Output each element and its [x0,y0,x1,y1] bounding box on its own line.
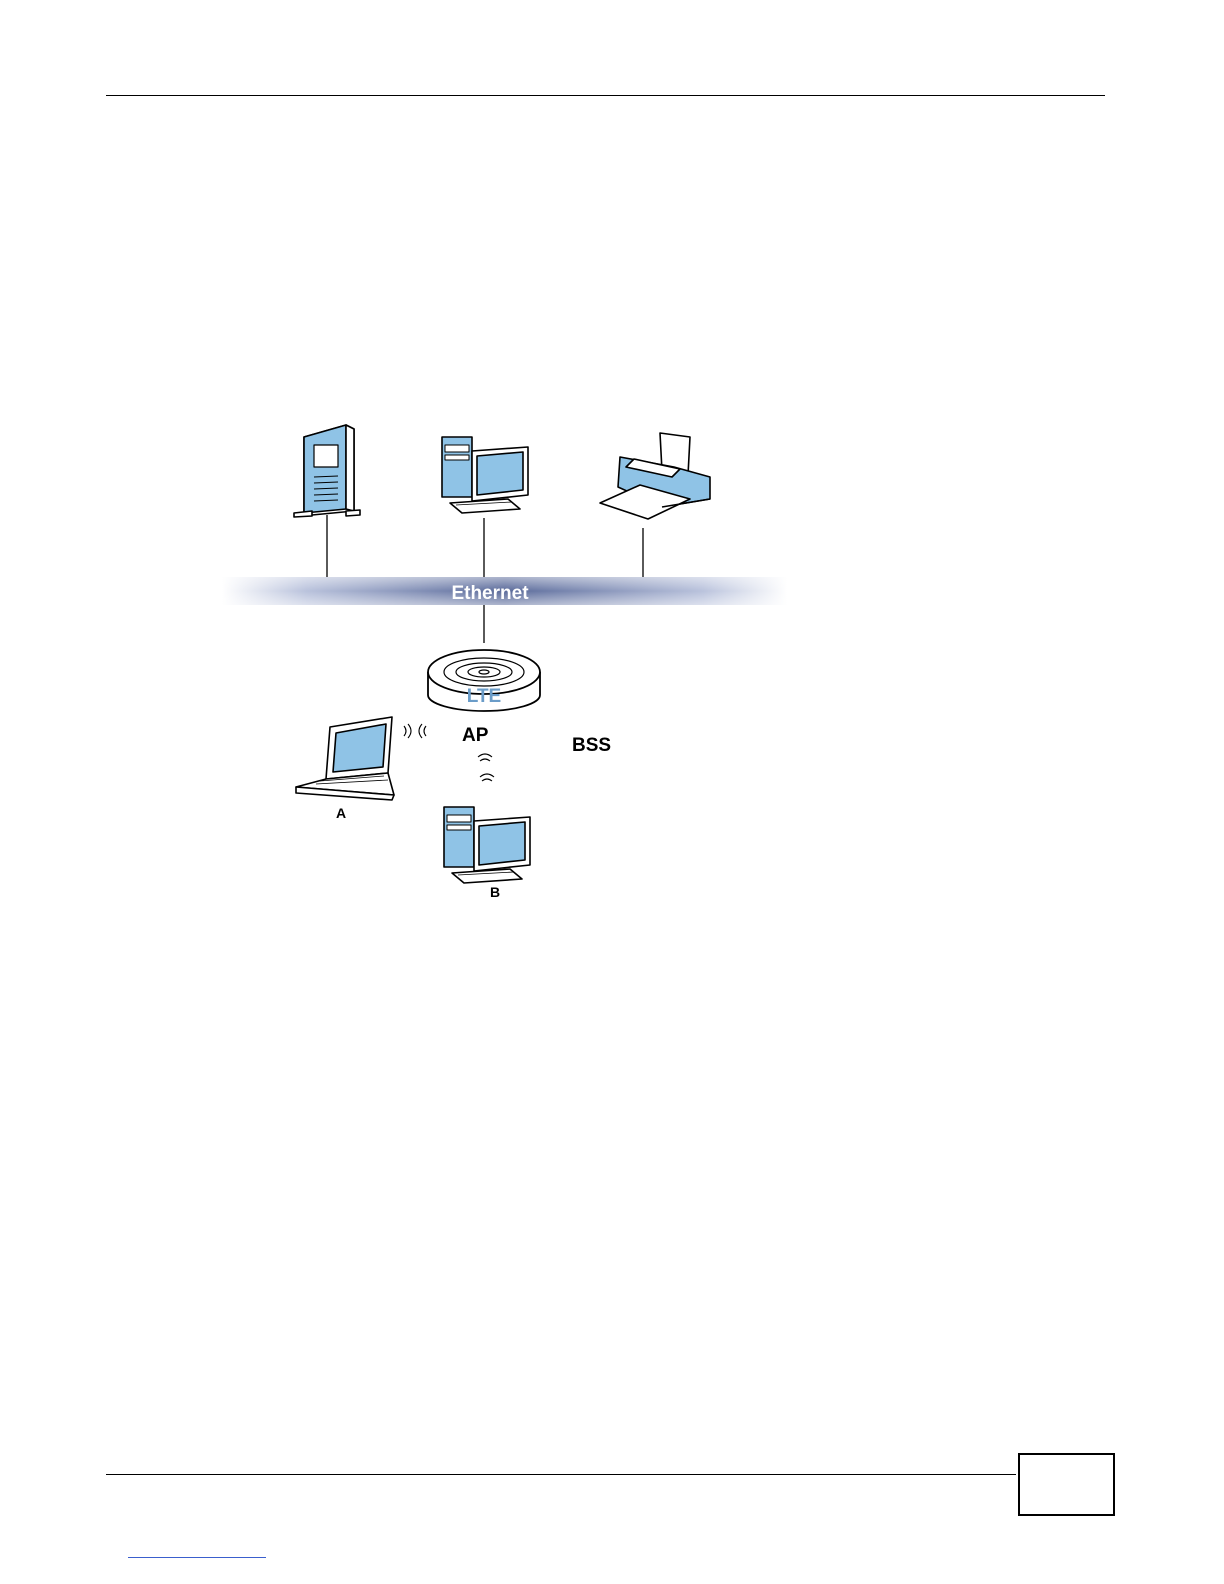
page-number-box [1018,1453,1115,1516]
ethernet-label: Ethernet [451,583,529,604]
desktop-computer-icon [442,437,528,513]
station-a-label: A [336,805,346,821]
bss-label: BSS [572,735,611,756]
header-rule [106,95,1105,96]
ap-label: AP [462,725,489,746]
lte-access-point-icon: LTE [428,650,540,711]
laptop-icon [296,717,394,800]
printer-icon [600,433,710,519]
server-icon [294,425,360,517]
ethernet-bus: Ethernet [222,577,787,605]
footer-link-underline[interactable] [128,1557,266,1558]
station-b-label: B [490,884,500,900]
lte-label: LTE [467,686,501,707]
desktop-computer-b-icon [444,807,530,883]
footer-rule [106,1474,1016,1475]
network-diagram: Ethernet LT [222,415,792,905]
